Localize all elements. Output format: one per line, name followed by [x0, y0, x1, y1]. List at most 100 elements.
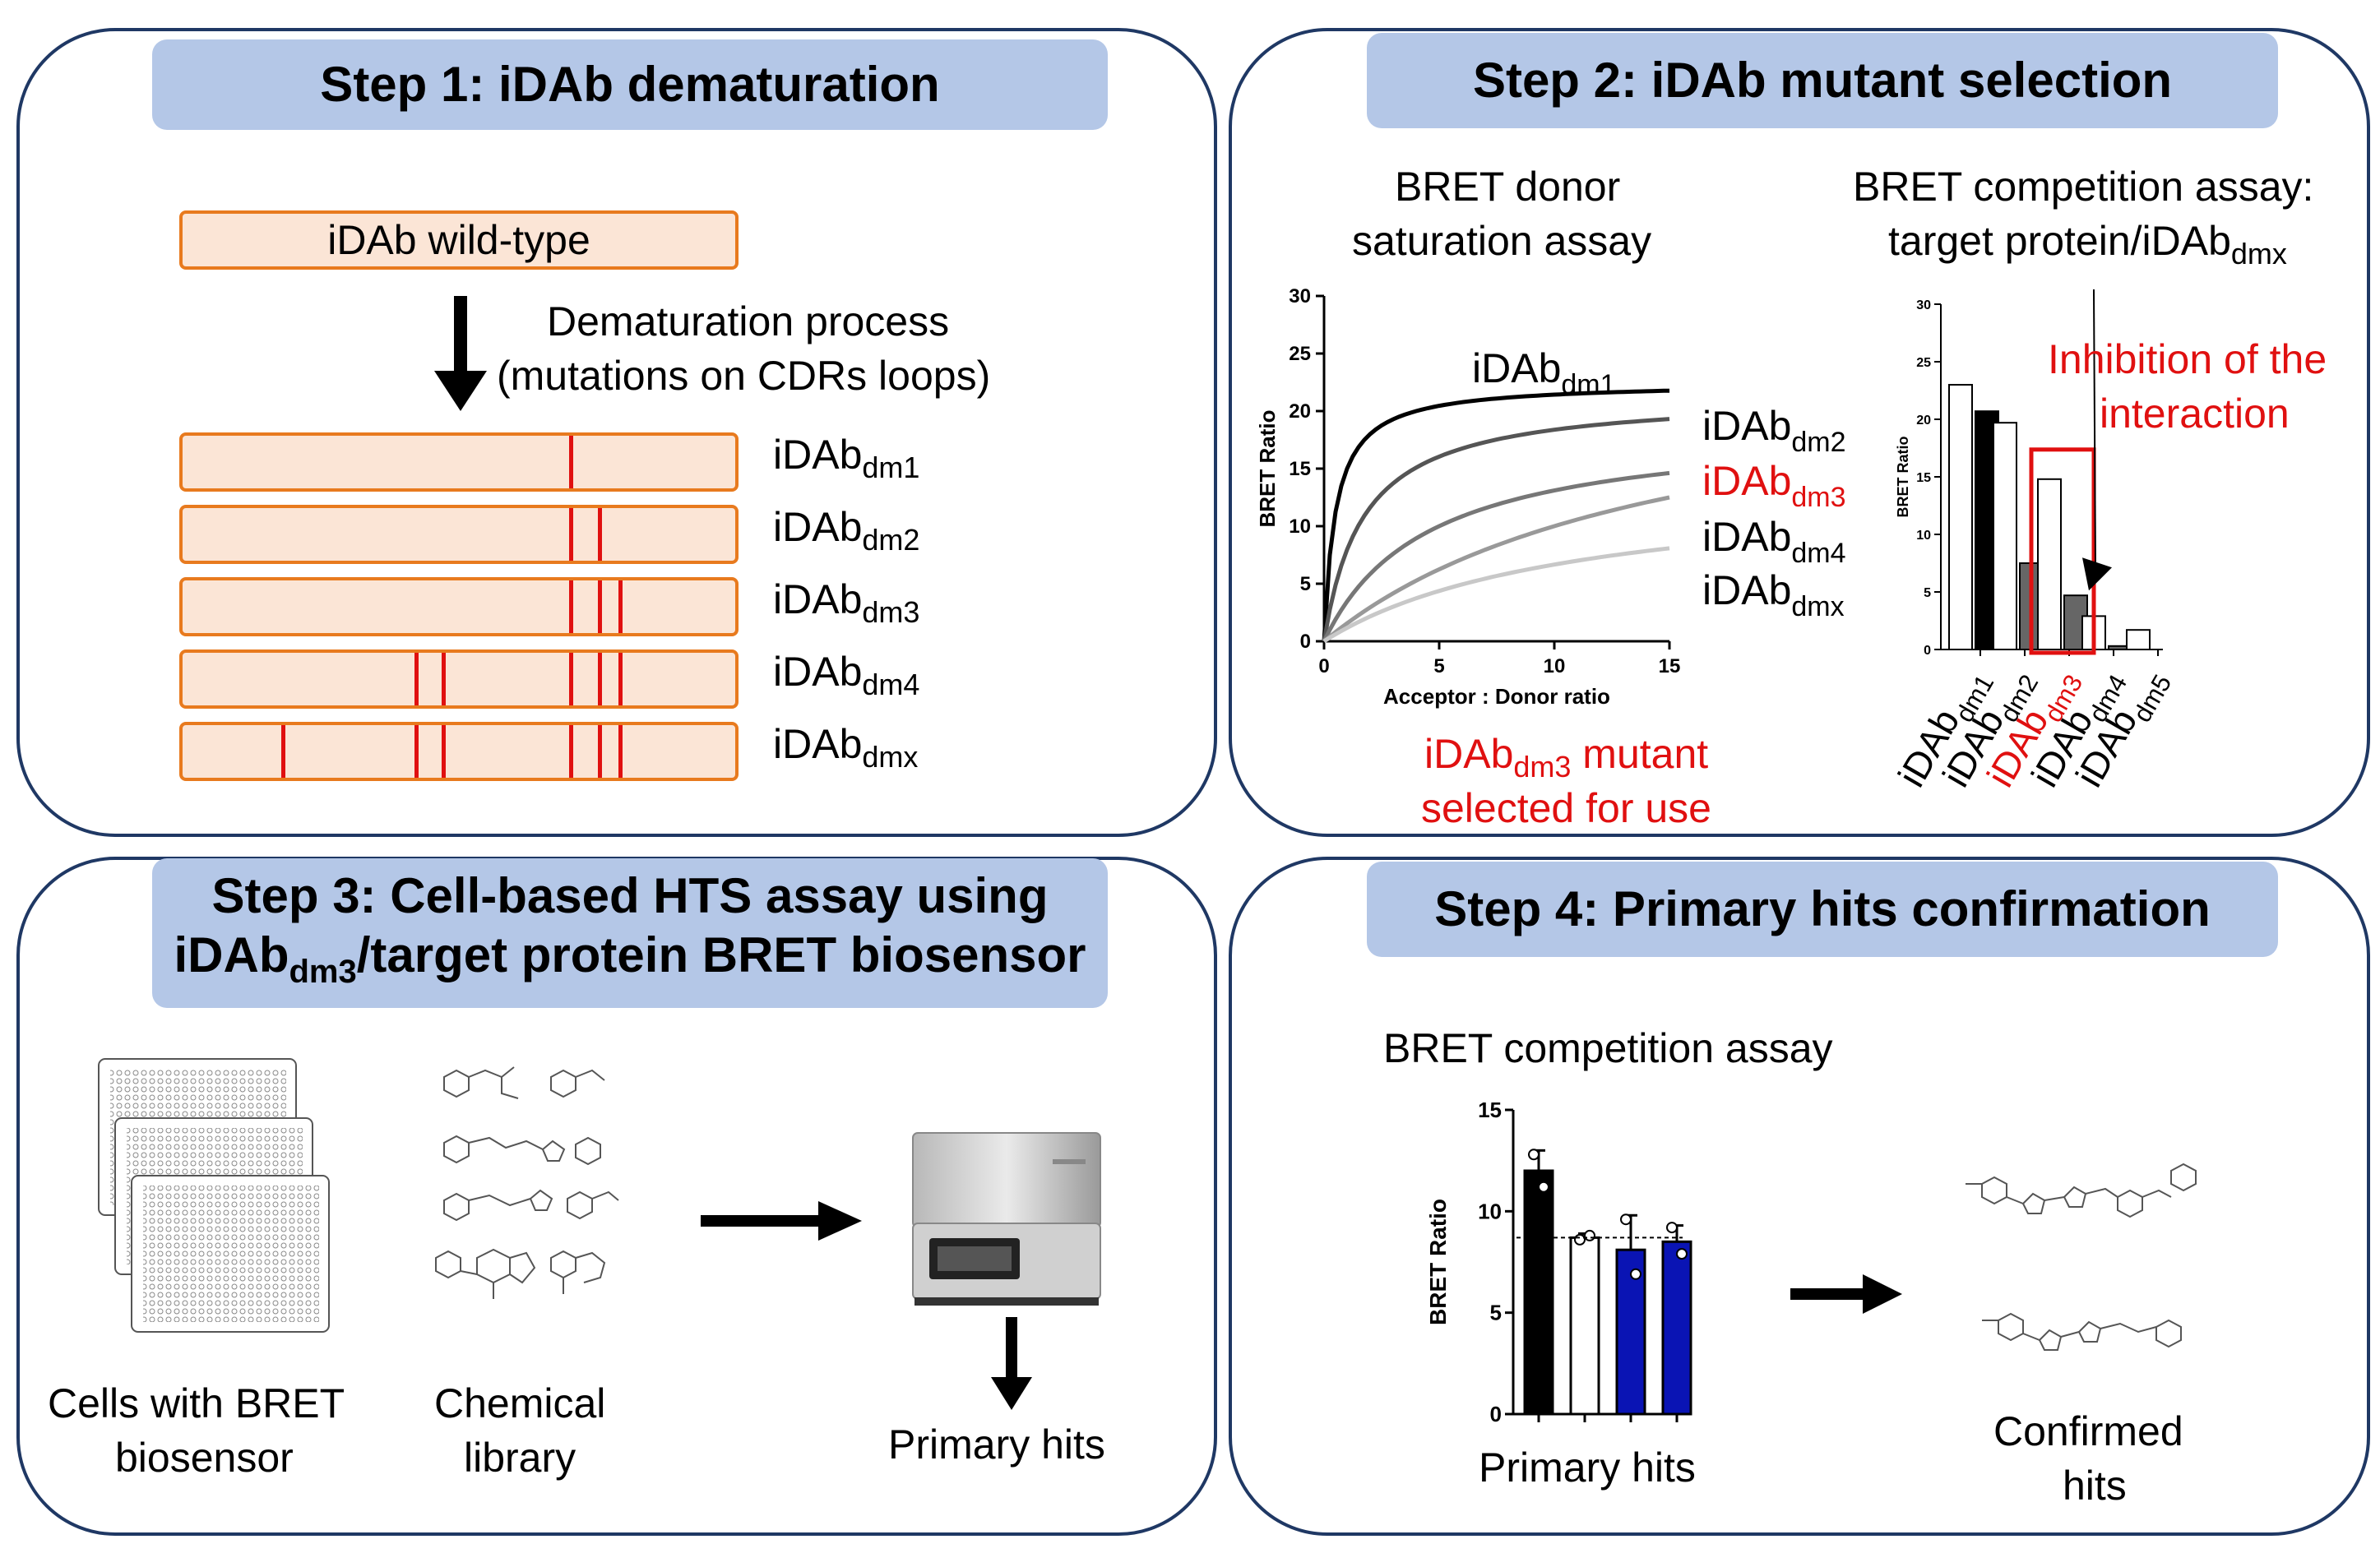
- x-axis-label: Acceptor : Donor ratio: [1383, 684, 1610, 709]
- confirmed-label-line2: hits: [2063, 1463, 2127, 1509]
- step2-title: Step 2: iDAb mutant selection: [1367, 33, 2278, 128]
- x-tick-label: 15: [1659, 655, 1681, 677]
- y-tick-label: 20: [1916, 414, 1931, 428]
- library-label-line2: library: [464, 1435, 576, 1481]
- mutant-bar: [179, 432, 739, 492]
- cells-label-line1: Cells with BRET: [48, 1380, 345, 1426]
- mutant-bar: [179, 649, 739, 709]
- mutation-mark: [598, 508, 602, 561]
- y-tick-label: 0: [1924, 644, 1931, 658]
- dematuration-arrow: [434, 296, 487, 411]
- y-tick-label: 5: [1924, 586, 1931, 600]
- y-axis-label: BRET Ratio: [1255, 410, 1280, 528]
- series-line: [1322, 417, 1670, 642]
- inhibition-arrowhead: [2082, 557, 2112, 591]
- y-tick-label: 15: [1289, 458, 1311, 480]
- bar: [1569, 1236, 1600, 1416]
- y-tick-label: 10: [1916, 529, 1931, 543]
- series-label: iDAbdm1: [1472, 345, 1616, 400]
- mutation-mark: [598, 580, 602, 633]
- microplates-image: [98, 1058, 330, 1333]
- saturation-title-line1: BRET donor: [1395, 164, 1621, 210]
- x-tick-label: 0: [1318, 655, 1329, 677]
- mutation-mark: [618, 725, 623, 778]
- y-tick-label: 25: [1916, 356, 1931, 370]
- mutation-mark: [414, 725, 419, 778]
- data-point: [1584, 1229, 1595, 1241]
- step3-title-line2: iDAbdm3/target protein BRET biosensor: [152, 926, 1108, 1001]
- mutation-mark: [281, 725, 285, 778]
- competition-title-sub: dmx: [2230, 237, 2287, 270]
- inhibition-label-line2: interaction: [2100, 391, 2290, 437]
- step3-primary-hits-label: Primary hits: [888, 1421, 1105, 1468]
- selected-sub: dm3: [1513, 750, 1572, 784]
- step3-title-sub: dm3: [289, 954, 357, 990]
- step2-panel: [1229, 28, 2370, 837]
- series-line: [1322, 495, 1670, 643]
- y-tick-label: 15: [1478, 1098, 1502, 1122]
- step4-panel: [1229, 857, 2370, 1536]
- series-line: [1322, 470, 1670, 643]
- mutation-mark: [569, 725, 573, 778]
- mutation-mark: [598, 725, 602, 778]
- mutant-bar: [179, 505, 739, 564]
- competition-title-line1: BRET competition assay:: [1853, 164, 2314, 210]
- bar-without-competitor: [1993, 422, 2017, 650]
- confirmed-structure-1: [1966, 1163, 2197, 1218]
- competition-title-base: target protein/iDAb: [1888, 218, 2231, 264]
- mutation-mark: [414, 653, 419, 705]
- plate-reader-image: [912, 1132, 1101, 1306]
- process-label-line1: Dematuration process: [547, 298, 950, 344]
- mutation-mark: [618, 580, 623, 633]
- data-point: [1676, 1248, 1688, 1260]
- selected-base: iDAb: [1424, 731, 1514, 777]
- mutant-label: iDAbdm4: [773, 649, 920, 701]
- y-tick-label: 0: [1300, 631, 1311, 653]
- step4-assay-title: BRET competition assay: [1383, 1025, 1833, 1071]
- step1-title: Step 1: iDAb dematuration: [152, 39, 1108, 130]
- saturation-title-line2: saturation assay: [1352, 218, 1652, 264]
- step3-right-arrow: [701, 1201, 862, 1241]
- series-line: [1322, 546, 1670, 644]
- mutant-label: iDAbdmx: [773, 721, 919, 774]
- mutation-mark: [569, 508, 573, 561]
- step4-right-arrow: [1790, 1274, 1902, 1314]
- y-tick-label: 10: [1289, 515, 1311, 538]
- selected-rest: mutant: [1571, 731, 1709, 777]
- confirmed-structure-2: [1982, 1312, 2182, 1351]
- mutation-mark: [442, 725, 446, 778]
- inhibition-label-line1: Inhibition of the: [2048, 336, 2327, 382]
- mutation-mark: [569, 436, 573, 488]
- process-label-line2: (mutations on CDRs loops): [497, 353, 991, 399]
- mutation-mark: [569, 653, 573, 705]
- mutant-label: iDAbdm1: [773, 432, 920, 484]
- library-label-line1: Chemical: [434, 1380, 606, 1426]
- step4-primary-hits-label: Primary hits: [1479, 1445, 1696, 1491]
- cells-label-line2: biosensor: [115, 1435, 294, 1481]
- y-tick-label: 30: [1916, 298, 1931, 312]
- step3-title-line1: Step 3: Cell-based HTS assay using: [211, 868, 1049, 923]
- y-tick-label: 10: [1478, 1199, 1502, 1223]
- series-label: iDAbdm3: [1702, 458, 1846, 513]
- bar: [1661, 1240, 1692, 1416]
- step3-title-base: iDAb: [174, 927, 289, 982]
- y-tick-label: 25: [1289, 343, 1311, 365]
- step3-down-arrow: [991, 1317, 1032, 1410]
- data-point: [1630, 1268, 1641, 1280]
- data-point: [1574, 1233, 1586, 1246]
- series-label: iDAbdm2: [1702, 403, 1846, 458]
- data-point: [1538, 1181, 1549, 1193]
- wild-type-label: iDAb wild-type: [327, 217, 590, 263]
- chemical-structures-image: [435, 1066, 619, 1299]
- mutation-mark: [569, 580, 573, 633]
- inhibition-pointer: [2093, 289, 2096, 568]
- x-tick-label: 5: [1433, 655, 1444, 677]
- bar-without-competitor: [2037, 478, 2062, 650]
- mutation-mark: [598, 653, 602, 705]
- selected-label-line1: iDAbdm3 mutant: [1424, 730, 1708, 784]
- step3-title: Step 3: Cell-based HTS assay using iDAbd…: [152, 858, 1108, 1008]
- y-axis-label: BRET Ratio: [1895, 436, 1911, 517]
- mutation-mark: [442, 653, 446, 705]
